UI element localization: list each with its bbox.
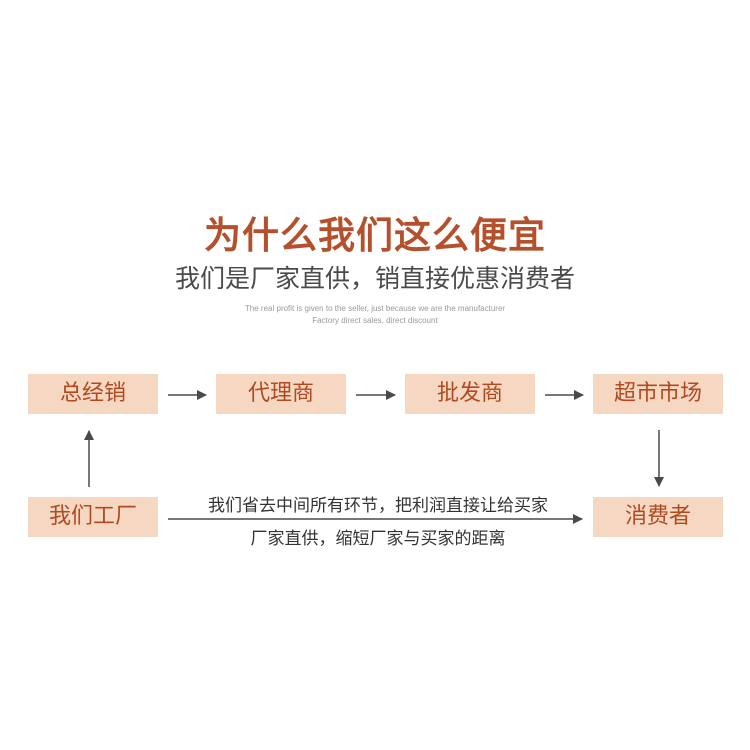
direct-supply-text-line-1: 我们省去中间所有环节，把利润直接让给买家 <box>208 496 548 516</box>
node-consumer: 消费者 <box>593 497 723 537</box>
english-caption-line-1: The real profit is given to the seller, … <box>244 304 506 313</box>
node-general-distributor: 总经销 <box>28 374 158 414</box>
direct-supply-text-line-2: 厂家直供，缩短厂家与买家的距离 <box>250 529 506 549</box>
english-caption-line-2: Factory direct sales, direct discount <box>312 316 438 325</box>
node-wholesaler: 批发商 <box>405 374 535 414</box>
page-title: 为什么我们这么便宜 <box>204 214 546 257</box>
node-agent: 代理商 <box>216 374 346 414</box>
page-subtitle: 我们是厂家直供，销直接优惠消费者 <box>174 264 575 293</box>
node-supermarket: 超市市场 <box>593 374 723 414</box>
node-our-factory: 我们工厂 <box>28 497 158 537</box>
